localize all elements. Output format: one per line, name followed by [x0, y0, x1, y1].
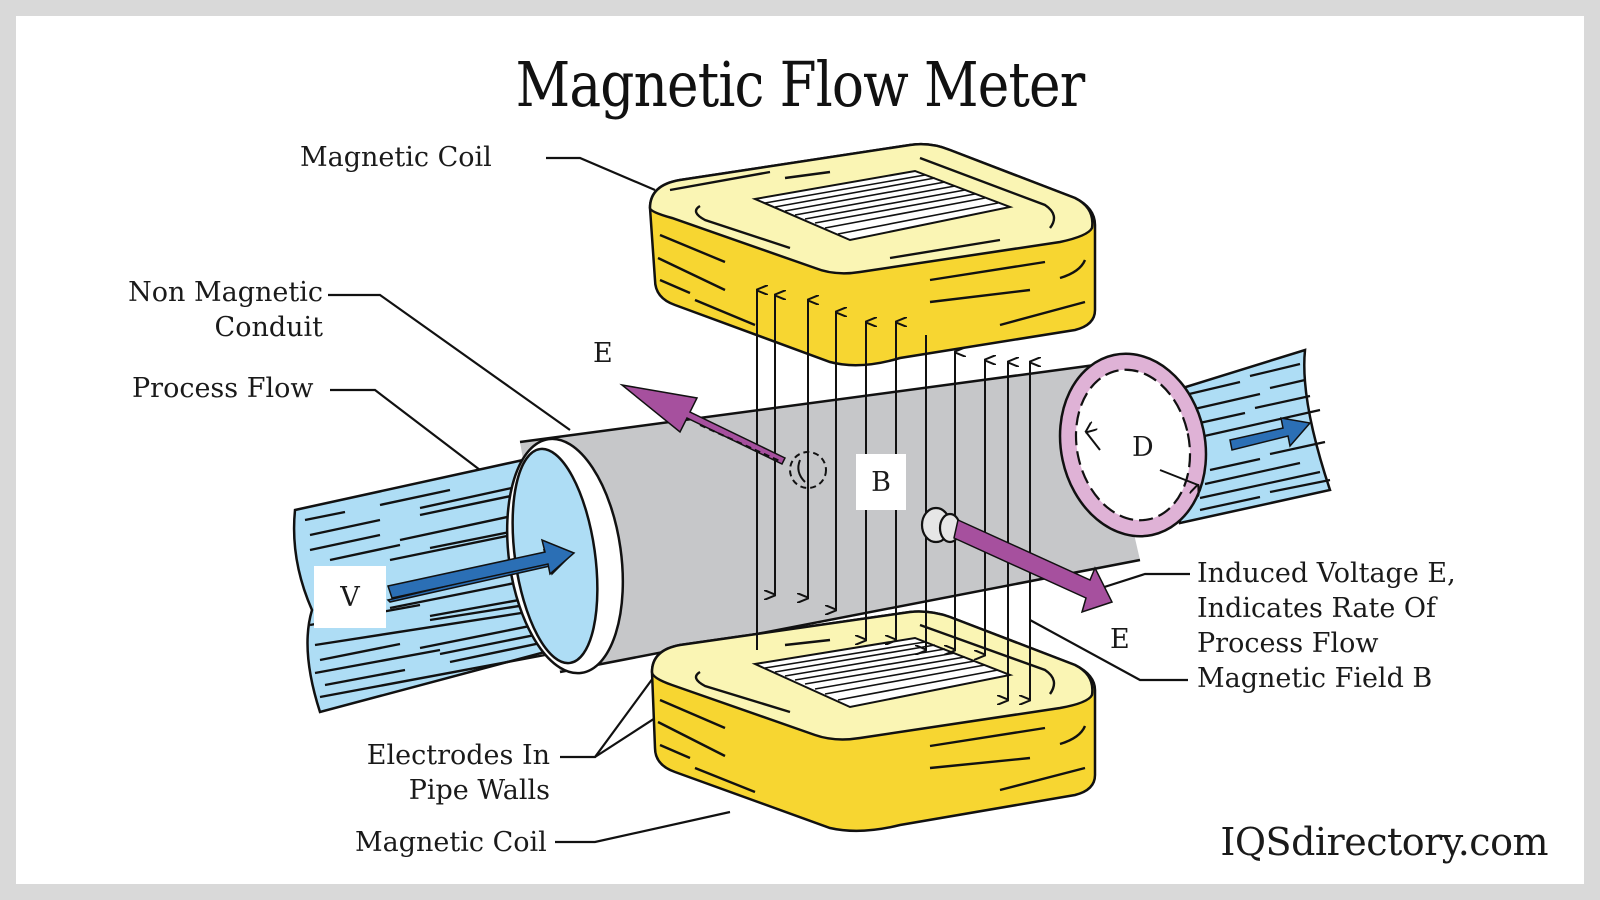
label-electrodes-line2: Pipe Walls — [408, 775, 550, 806]
brand-watermark: IQSdirectory.com — [1220, 820, 1548, 864]
label-magnetic-field: Magnetic Field B — [1197, 663, 1433, 694]
leader-magnetic-field — [1029, 619, 1188, 682]
magnetic-coil-bottom — [650, 610, 1097, 833]
label-induced-voltage: Induced Voltage E, Indicates Rate Of Pro… — [1197, 556, 1456, 696]
label-induced-line1: Induced Voltage E, — [1197, 558, 1456, 589]
voltage-symbol-bottom: E — [1110, 624, 1130, 655]
label-conduit-line2: Conduit — [214, 312, 323, 343]
label-induced-line2: Indicates Rate Of — [1197, 593, 1437, 624]
diameter-arrow-left — [1086, 432, 1101, 451]
label-magnetic-coil-bottom: Magnetic Coil — [355, 827, 547, 858]
page-title: Magnetic Flow Meter — [515, 48, 1086, 121]
voltage-arrow-top — [619, 383, 787, 465]
leader-induced-voltage — [1094, 572, 1190, 592]
field-symbol: B — [856, 454, 906, 510]
outlet-flow-arrow — [1229, 417, 1312, 451]
label-electrodes: Electrodes In Pipe Walls — [355, 738, 550, 808]
electrode-left — [789, 451, 827, 489]
label-process-flow: Process Flow — [132, 373, 314, 404]
velocity-symbol: V — [314, 566, 386, 628]
magnetic-coil-top — [648, 142, 1097, 367]
leader-magnetic-coil-top — [546, 156, 656, 192]
magnetic-field-lines — [756, 290, 1030, 700]
leader-conduit — [328, 293, 571, 431]
label-magnetic-coil-top: Magnetic Coil — [300, 142, 492, 173]
label-induced-line3: Process Flow — [1197, 628, 1379, 659]
label-conduit-line1: Non Magnetic — [128, 277, 323, 308]
voltage-symbol-top: E — [593, 338, 613, 369]
label-non-magnetic-conduit: Non Magnetic Conduit — [118, 275, 323, 345]
voltage-arrow-bottom — [953, 518, 1114, 614]
leader-magnetic-coil-bottom — [555, 810, 731, 844]
diameter-symbol: D — [1130, 432, 1156, 463]
leader-process-flow — [330, 388, 481, 471]
label-electrodes-line1: Electrodes In — [366, 740, 550, 771]
diameter-arrow-right — [1159, 469, 1198, 485]
